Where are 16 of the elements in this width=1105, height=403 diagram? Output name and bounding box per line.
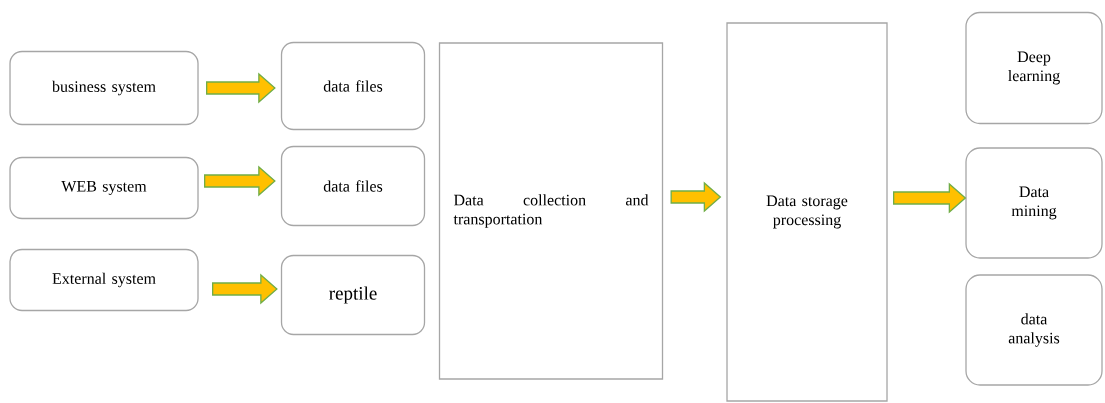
rounded-box: data files [280,41,426,131]
rounded-box: External system [9,248,199,312]
rounded-box: Deep learning [965,11,1103,125]
block-arrow [212,273,278,305]
stage-box: Data storage processing [726,22,888,402]
rounded-box: business system [9,50,199,126]
block-arrow [893,182,967,214]
rounded-box: WEB system [9,156,199,220]
rounded-box: data files [280,145,426,227]
block-arrow [206,72,276,104]
block-arrow [204,165,276,197]
rounded-box: Data mining [965,147,1103,259]
block-arrow [670,181,722,213]
rounded-box: data analysis [965,274,1103,386]
stage-box: Data collection and transportation [438,42,664,380]
rounded-box: reptile [280,254,426,336]
